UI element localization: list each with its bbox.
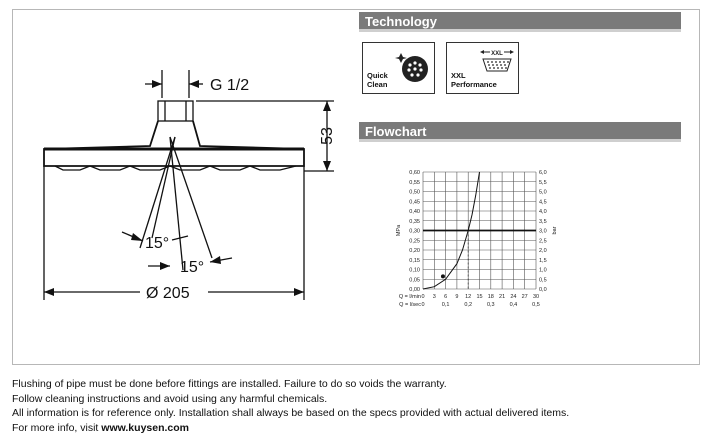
quick-clean-icon: [395, 53, 428, 82]
x-row1-tick-label: 24: [510, 294, 516, 300]
y-right-tick-label: 5,0: [539, 190, 547, 196]
website-link[interactable]: www.kuysen.com: [101, 421, 190, 434]
y-right-tick-label: 3,0: [539, 229, 547, 235]
footer-line-4-prefix: For more info, visit: [12, 421, 102, 434]
diameter-label: Ø 205: [146, 285, 190, 302]
y-right-tick-label: 1,5: [539, 258, 547, 264]
x-row2-tick-label: 0,4: [510, 302, 518, 308]
y-left-tick-label: 0,50: [409, 190, 420, 196]
y-right-tick-label: 5,5: [539, 180, 547, 186]
y-left-tick-label: 0,35: [409, 219, 420, 225]
xxl-label-1: XXL: [451, 71, 466, 80]
y-right-axis-label: bar: [552, 226, 558, 234]
x-row1-tick-label: 9: [455, 294, 458, 300]
x-row1-tick-label: 12: [465, 294, 471, 300]
y-left-tick-label: 0,10: [409, 268, 420, 274]
y-left-tick-label: 0,15: [409, 258, 420, 264]
footer-line-1: Flushing of pipe must be done before fit…: [12, 378, 447, 390]
spec-sheet: [12, 9, 700, 365]
y-left-axis-label: MPa: [396, 224, 402, 236]
quick-clean-label-1: Quick: [367, 71, 388, 80]
curve-marker: [440, 274, 445, 279]
y-left-tick-label: 0,60: [409, 170, 420, 176]
x-row1-tick-label: 3: [433, 294, 436, 300]
footer-line-3: All information is for reference only. I…: [12, 407, 570, 419]
x-row2-tick-label: 0,1: [442, 302, 450, 308]
y-left-tick-label: 0,20: [409, 248, 420, 254]
connector-nut: [157, 100, 194, 122]
y-right-tick-label: 6,0: [539, 170, 547, 176]
y-left-tick-label: 0,55: [409, 180, 420, 186]
footer-line-2: Follow cleaning instructions and avoid u…: [12, 392, 328, 405]
xxl-performance-icon: XXL: [480, 48, 514, 72]
x-row1-label: Q = l/min: [399, 294, 421, 300]
quick-clean-badge: Quick Clean: [362, 42, 435, 94]
y-left-tick-label: 0,30: [409, 229, 420, 235]
xxl-label-2: Performance: [451, 80, 497, 89]
y-right-tick-label: 3,5: [539, 219, 547, 225]
height-label: 53: [319, 127, 336, 145]
flow-curve: [422, 171, 480, 290]
y-left-tick-label: 0,40: [409, 209, 420, 215]
y-right-tick-label: 4,5: [539, 199, 547, 205]
thread-size-label: G 1/2: [210, 77, 249, 94]
x-row1-tick-label: 21: [499, 294, 505, 300]
x-row2-tick-label: 0,5: [532, 302, 540, 308]
y-right-tick-label: 4,0: [539, 209, 547, 215]
x-row1-tick-label: 27: [522, 294, 528, 300]
y-left-tick-label: 0,45: [409, 199, 420, 205]
footer-line-4: For more info, visit www.kuysen.com: [12, 421, 569, 436]
y-right-tick-label: 2,0: [539, 248, 547, 254]
x-row2-tick-label: 0: [421, 302, 424, 308]
x-row1-tick-label: 18: [488, 294, 494, 300]
y-right-tick-label: 1,0: [539, 268, 547, 274]
x-row2-label: Q = l/sec: [399, 302, 421, 308]
xxl-performance-badge: XXL XXL Performance: [446, 42, 519, 94]
x-row1-tick-label: 15: [476, 294, 482, 300]
y-right-tick-label: 0,5: [539, 277, 547, 283]
x-row2-tick-label: 0,2: [464, 302, 472, 308]
quick-clean-label-2: Clean: [367, 80, 388, 89]
x-row2-tick-label: 0,3: [487, 302, 495, 308]
y-right-tick-label: 2,5: [539, 238, 547, 244]
y-left-tick-label: 0,05: [409, 277, 420, 283]
x-row1-tick-label: 0: [421, 294, 424, 300]
technology-header: Technology: [359, 12, 681, 32]
y-left-tick-label: 0,00: [409, 287, 420, 293]
y-right-tick-label: 0,0: [539, 287, 547, 293]
spray-angle-label-1: 15°: [145, 235, 169, 252]
x-row1-tick-label: 6: [444, 294, 447, 300]
y-left-tick-label: 0,25: [409, 238, 420, 244]
flowchart-header: Flowchart: [359, 122, 681, 142]
flow-chart-svg: 0,000,050,100,150,200,250,300,350,400,45…: [396, 170, 558, 308]
x-row1-tick-label: 30: [533, 294, 539, 300]
spray-angle-label-2: 15°: [180, 259, 204, 276]
xxl-top-text: XXL: [491, 51, 503, 57]
footer-notes: Flushing of pipe must be done before fit…: [12, 377, 569, 435]
